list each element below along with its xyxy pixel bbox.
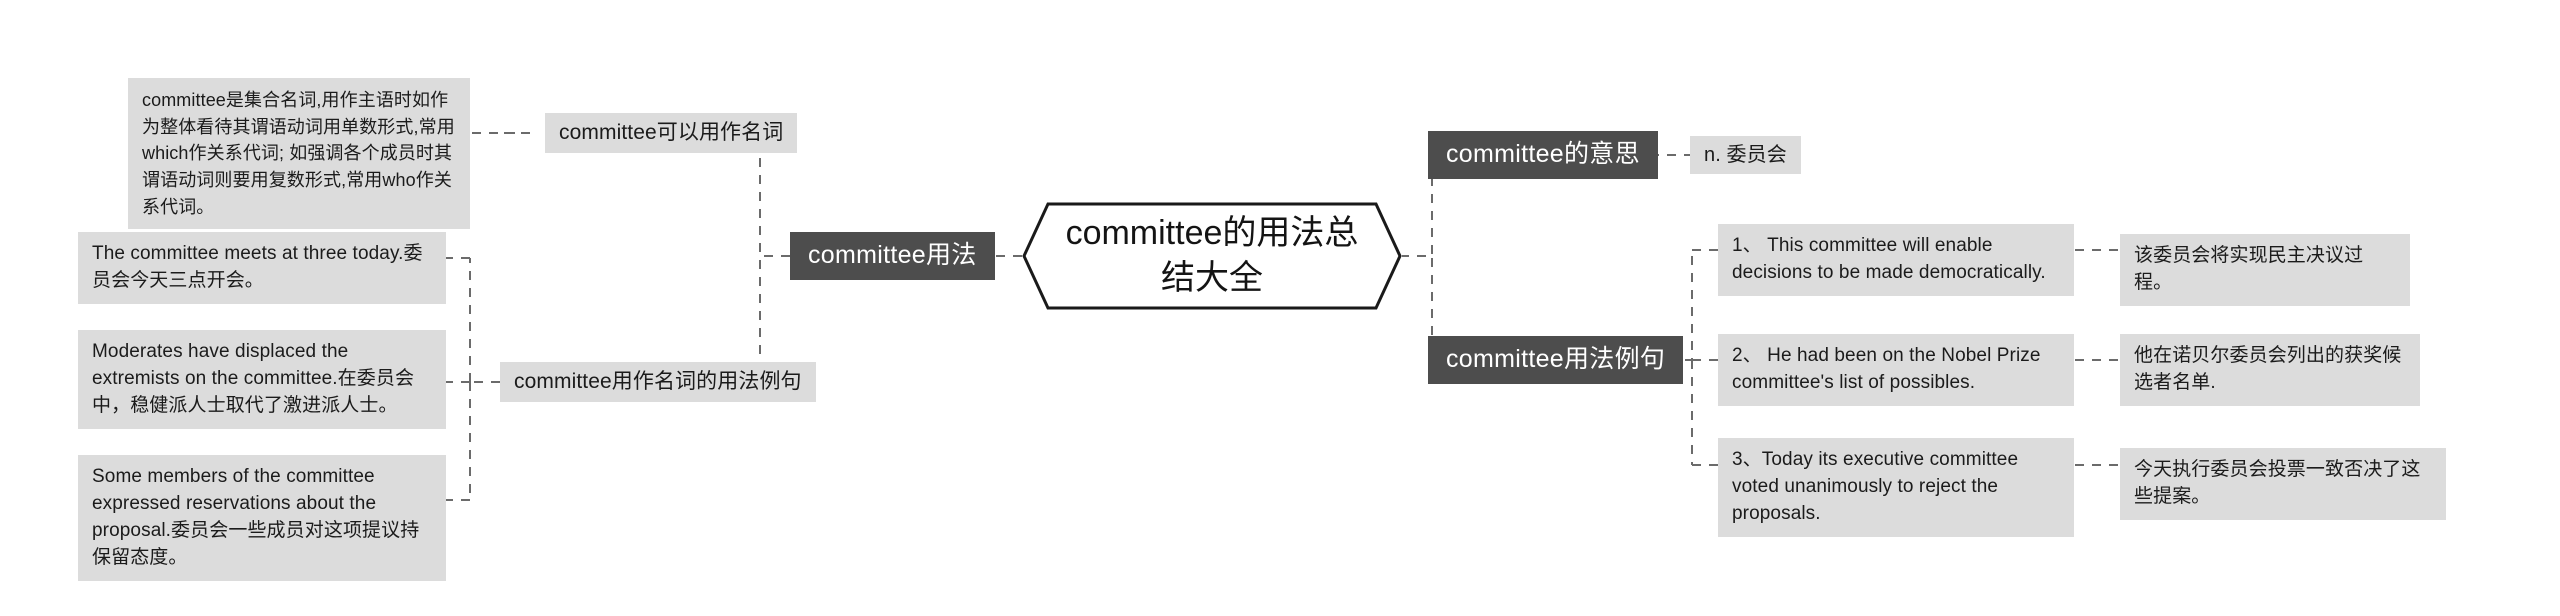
left-example-sentence-3[interactable]: Some members of the committee expressed … — [78, 455, 446, 581]
left-example-sentence-1-label: The committee meets at three today.委员会今天… — [92, 243, 423, 291]
right-example-sentence-3-label: 3、Today its executive committee voted un… — [1732, 449, 2024, 524]
node-noun-example-sentences[interactable]: committee用作名词的用法例句 — [500, 362, 816, 402]
meaning-value[interactable]: n. 委员会 — [1690, 136, 1801, 174]
right-example-sentence-1-label: 1、 This committee will enable decisions … — [1732, 235, 2046, 283]
noun-usage-note[interactable]: committee是集合名词,用作主语时如作为整体看待其谓语动词用单数形式,常用… — [128, 78, 470, 230]
branch-committee-examples[interactable]: committee用法例句 — [1428, 336, 1684, 384]
right-example-translation-2[interactable]: 他在诺贝尔委员会列出的获奖候选者名单. — [2120, 334, 2420, 406]
right-example-sentence-2-label: 2、 He had been on the Nobel Prize commit… — [1732, 345, 2046, 393]
left-example-sentence-2-label: Moderates have displaced the extremists … — [92, 341, 415, 416]
right-example-translation-1[interactable]: 该委员会将实现民主决议过程。 — [2120, 234, 2410, 306]
left-example-sentence-1[interactable]: The committee meets at three today.委员会今天… — [78, 232, 446, 304]
branch-committee-usage-label: committee用法 — [808, 241, 977, 270]
right-example-translation-1-label: 该委员会将实现民主决议过程。 — [2134, 245, 2364, 293]
node-noun-example-sentences-label: committee用作名词的用法例句 — [514, 370, 802, 394]
node-committee-as-noun-label: committee可以用作名词 — [559, 121, 784, 145]
node-committee-as-noun[interactable]: committee可以用作名词 — [545, 113, 798, 153]
right-example-translation-3-label: 今天执行委员会投票一致否决了这些提案。 — [2134, 459, 2421, 507]
left-example-sentence-3-label: Some members of the committee expressed … — [92, 466, 420, 568]
root-node-label: committee的用法总结大全 — [1065, 214, 1359, 297]
noun-usage-note-label: committee是集合名词,用作主语时如作为整体看待其谓语动词用单数形式,常用… — [142, 90, 455, 217]
root-node[interactable]: committee的用法总结大全 — [1022, 202, 1402, 310]
right-example-translation-3[interactable]: 今天执行委员会投票一致否决了这些提案。 — [2120, 448, 2446, 520]
branch-committee-meaning[interactable]: committee的意思 — [1428, 131, 1658, 179]
branch-committee-meaning-label: committee的意思 — [1446, 140, 1640, 169]
right-example-sentence-1[interactable]: 1、 This committee will enable decisions … — [1718, 224, 2074, 296]
branch-committee-examples-label: committee用法例句 — [1446, 345, 1666, 374]
left-example-sentence-2[interactable]: Moderates have displaced the extremists … — [78, 330, 446, 429]
right-example-translation-2-label: 他在诺贝尔委员会列出的获奖候选者名单. — [2134, 345, 2402, 393]
meaning-value-label: n. 委员会 — [1704, 143, 1787, 166]
root-hexagon-shape — [1022, 202, 1402, 310]
right-example-sentence-3[interactable]: 3、Today its executive committee voted un… — [1718, 438, 2074, 537]
branch-committee-usage[interactable]: committee用法 — [790, 232, 995, 280]
right-example-sentence-2[interactable]: 2、 He had been on the Nobel Prize commit… — [1718, 334, 2074, 406]
